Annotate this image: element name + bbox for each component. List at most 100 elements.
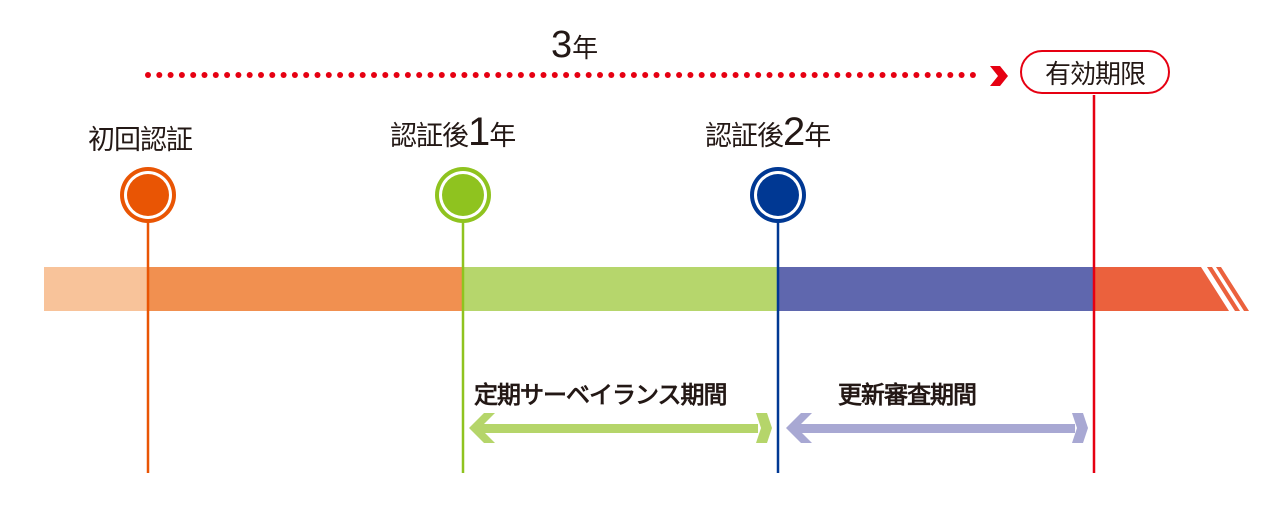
dot — [879, 72, 886, 78]
dot — [393, 72, 400, 78]
bar-segment-year1 — [148, 267, 463, 311]
dot — [574, 72, 581, 78]
dot — [359, 72, 366, 78]
milestone-label-text: 認証後 — [705, 121, 784, 152]
bar-segment-year2 — [463, 267, 778, 311]
dot — [269, 72, 276, 78]
dot — [597, 72, 603, 78]
dot — [834, 72, 841, 78]
dot — [676, 72, 683, 78]
dot — [314, 72, 321, 78]
milestone-label-unit: 年 — [489, 121, 516, 152]
milestone-marker-year1 — [435, 167, 491, 223]
duration-number: 3 — [551, 24, 573, 66]
dot — [845, 72, 852, 78]
milestone-label-year1: 認証後1年 — [390, 110, 516, 154]
milestone-label-number: 1 — [468, 110, 490, 154]
dot — [743, 72, 750, 78]
milestone-label-number: 2 — [783, 110, 805, 154]
dot — [190, 72, 197, 78]
dot — [517, 72, 524, 78]
dot — [337, 72, 344, 78]
dot — [698, 72, 705, 78]
dot — [529, 72, 536, 78]
surveillance-period-arrow — [469, 413, 772, 443]
dot — [800, 72, 807, 78]
dot — [766, 72, 773, 78]
dot — [438, 72, 445, 78]
dot — [371, 72, 377, 78]
bar-break-slash — [1216, 267, 1249, 311]
bar-segment-after — [1094, 267, 1229, 311]
milestone-label-text: 初回認証 — [88, 125, 193, 156]
dot — [325, 72, 332, 78]
dot — [608, 72, 615, 78]
dot — [472, 72, 479, 78]
dot — [258, 72, 264, 78]
dot — [721, 72, 728, 78]
dot — [653, 72, 660, 78]
dot — [461, 72, 468, 78]
dot — [947, 72, 954, 78]
duration-label: 3年 — [551, 24, 598, 67]
dot — [777, 72, 784, 78]
dot — [348, 72, 355, 78]
dot — [156, 72, 163, 78]
dot — [642, 72, 649, 78]
dot — [427, 72, 434, 78]
dot — [969, 72, 976, 78]
dot — [404, 72, 411, 78]
dot — [303, 72, 310, 78]
dot — [902, 72, 909, 78]
dot — [484, 72, 490, 78]
dot — [506, 72, 513, 78]
milestone-label-text: 認証後 — [390, 121, 469, 152]
dot — [246, 72, 253, 78]
milestone-marker-initial — [120, 167, 176, 223]
dot — [890, 72, 897, 78]
dot — [178, 72, 185, 78]
bar-segment-pre — [44, 267, 148, 311]
chevron-right-icon — [990, 66, 1008, 86]
dot — [291, 72, 298, 78]
dot — [710, 72, 716, 78]
renewal-period-label: 更新審査期間 — [838, 381, 977, 409]
dotted-duration-line — [145, 72, 976, 78]
dot — [450, 72, 457, 78]
bar-break-slash — [1207, 267, 1240, 311]
duration-unit: 年 — [572, 34, 599, 64]
dot — [664, 72, 671, 78]
dot — [823, 72, 829, 78]
bar-segment-year3 — [778, 267, 1094, 311]
dot — [540, 72, 547, 78]
dot — [167, 72, 174, 78]
dot — [755, 72, 762, 78]
renewal-period-arrow — [786, 413, 1088, 443]
dot — [585, 72, 592, 78]
dot — [958, 72, 965, 78]
milestone-label-initial: 初回認証 — [88, 118, 193, 157]
milestone-label-year2: 認証後2年 — [705, 110, 831, 154]
dot — [280, 72, 287, 78]
dot — [382, 72, 389, 78]
dot — [856, 72, 863, 78]
dot — [416, 72, 423, 78]
dot — [235, 72, 242, 78]
dot — [789, 72, 796, 78]
dot — [630, 72, 637, 78]
dot — [563, 72, 570, 78]
dot — [224, 72, 231, 78]
dot — [913, 72, 920, 78]
dot — [495, 72, 502, 78]
dot — [811, 72, 818, 78]
dot — [868, 72, 875, 78]
expiry-badge: 有効期限 — [1020, 50, 1170, 94]
milestone-marker-year2 — [750, 167, 806, 223]
surveillance-period-label: 定期サーベイランス期間 — [474, 381, 728, 409]
dot — [551, 72, 558, 78]
milestone-label-unit: 年 — [804, 121, 831, 152]
dot — [936, 72, 942, 78]
dot — [924, 72, 931, 78]
dot — [687, 72, 694, 78]
dot — [732, 72, 739, 78]
